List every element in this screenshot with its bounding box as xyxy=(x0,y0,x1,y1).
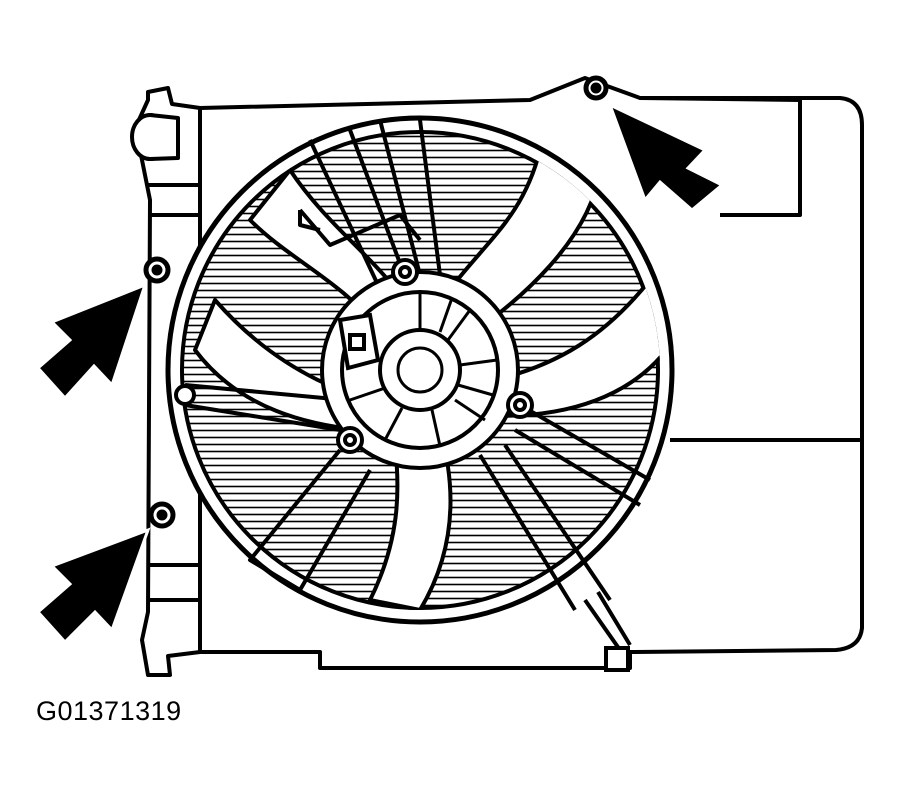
figure-code: G01371319 xyxy=(36,696,182,726)
arrow-icon xyxy=(35,527,151,645)
arrow-icon xyxy=(607,102,725,212)
fan-blade xyxy=(368,428,453,610)
pointer-arrows xyxy=(35,102,725,645)
fan-motor-hub xyxy=(174,258,534,470)
arrow-icon xyxy=(35,282,148,401)
lower-mount-tab xyxy=(583,590,632,672)
mounting-bolt-icon xyxy=(148,501,176,529)
shroud-struts xyxy=(184,119,651,612)
mounting-bolt-icon xyxy=(583,75,609,101)
mounting-bolt-icon xyxy=(143,256,171,284)
fan-blade xyxy=(468,278,660,418)
mounting-bolts xyxy=(143,75,609,529)
